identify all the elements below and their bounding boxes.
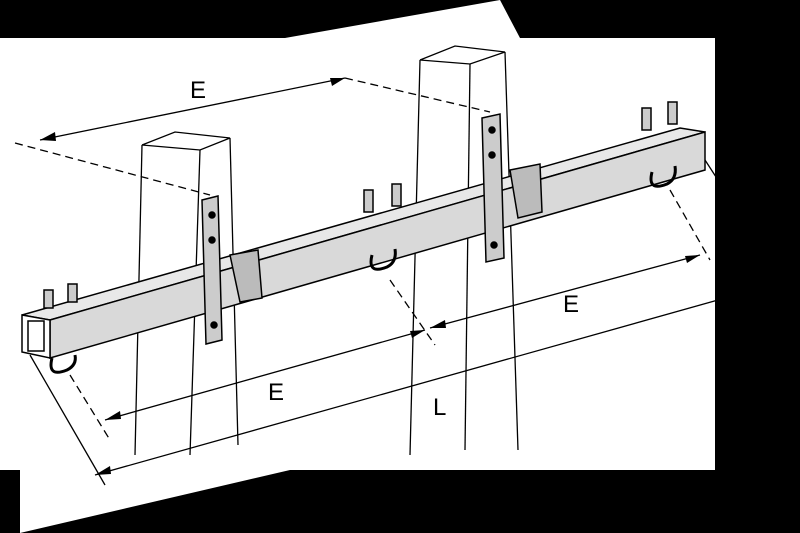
bracket-left <box>201 195 263 345</box>
dimension-label-l-total: L <box>433 394 446 421</box>
post-right <box>409 45 519 456</box>
dimension-lines <box>14 77 719 486</box>
dimension-label-e-right: E <box>563 291 579 318</box>
bracket-right <box>481 113 543 263</box>
dimension-arrowheads <box>40 78 700 475</box>
u-bolts <box>43 101 678 374</box>
dimension-label-e-bottom: E <box>268 379 284 406</box>
dimension-label-e-top: E <box>190 77 206 104</box>
